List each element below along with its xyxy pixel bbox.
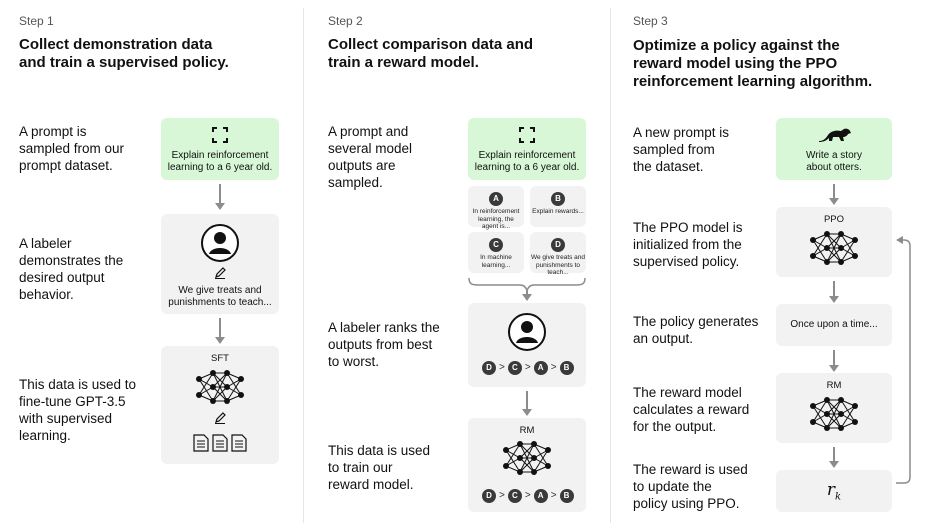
feedback-loop-arrow [896, 236, 911, 484]
otter-icon [819, 128, 851, 142]
rank-badge-a: A [533, 360, 548, 375]
step3-output-card: Once upon a time... [776, 304, 892, 346]
document-icon [231, 434, 247, 452]
rank-separator: > [550, 362, 557, 374]
network-icon [810, 397, 858, 431]
recycle-icon [212, 127, 228, 143]
person-icon [508, 313, 546, 351]
rm-label: RM [519, 425, 535, 436]
output-card-b: B Explain rewards... [530, 186, 586, 227]
rank-badge-d: D [482, 360, 496, 375]
rank-separator: > [524, 362, 531, 374]
step2-title: Collect comparison data and train a rewa… [328, 36, 534, 71]
rank-badge-a: A [533, 488, 548, 503]
ranking-row: D>C>A>B [482, 359, 574, 377]
rank-badge-b: B [559, 360, 574, 375]
rank-badge-d: D [551, 237, 565, 252]
output-badge-b: B [551, 190, 565, 208]
person-icon [201, 224, 239, 262]
rank-badge-d: D [482, 488, 496, 503]
step1-arrow-1 [215, 184, 224, 210]
rank-separator: > [550, 490, 557, 502]
recycle-icon [519, 127, 535, 143]
step1-title: Collect demonstration data and train a s… [19, 36, 229, 71]
step2-ranking-card: D>C>A>B [468, 303, 586, 387]
ppo-label: PPO [823, 214, 845, 225]
divider-1 [303, 8, 304, 523]
step3-arrow-1 [829, 184, 838, 205]
document-icon [193, 434, 209, 452]
step3-arrow-3 [829, 350, 838, 372]
output-badge-c: C [489, 236, 503, 254]
rank-badge-c: C [507, 360, 522, 375]
step3-rm-label: RM [826, 380, 842, 391]
step3-reward-card: rk [776, 470, 892, 512]
step3-rm-card: RM [776, 373, 892, 443]
pencil-icon [215, 412, 226, 424]
rank-badge-c: C [489, 237, 503, 252]
rank-badge-a: A [489, 191, 503, 206]
step2-arrow-1 [522, 291, 531, 301]
step2-arrow-2 [522, 391, 531, 416]
output-badge-d: D [551, 236, 565, 254]
step3-title: Optimize a policy against the reward mod… [633, 37, 873, 90]
step3-arrow-4 [829, 447, 838, 468]
network-icon [810, 231, 858, 265]
step3-ppo-card: PPO [776, 207, 892, 277]
divider-2 [610, 8, 611, 523]
step1-label: Step 1 [19, 14, 54, 28]
output-text-b: Explain rewards... [532, 208, 584, 215]
rank-badge-b: B [559, 488, 574, 503]
document-icon [212, 434, 228, 452]
reward-symbol: rk [826, 480, 842, 503]
rank-badge-c: C [507, 488, 522, 503]
network-icon [503, 441, 551, 475]
ranking-row: D>C>A>B [482, 487, 574, 505]
rank-badge-b: B [551, 191, 565, 206]
step3-label: Step 3 [633, 14, 668, 28]
step2-rm-card: RM D>C>A>B [468, 418, 586, 512]
outputs-bracket [468, 277, 586, 292]
step2-label: Step 2 [328, 14, 363, 28]
step1-sft-card: SFT [161, 346, 279, 464]
step3-output-text: Once upon a time... [790, 319, 878, 330]
sft-label: SFT [211, 353, 229, 364]
rank-separator: > [499, 362, 505, 374]
network-icon [196, 370, 244, 404]
pencil-icon [215, 267, 226, 279]
rank-separator: > [524, 490, 531, 502]
rank-separator: > [499, 490, 505, 502]
output-badge-a: A [489, 190, 503, 208]
step1-arrow-2 [215, 318, 224, 344]
step3-arrow-2 [829, 281, 838, 303]
